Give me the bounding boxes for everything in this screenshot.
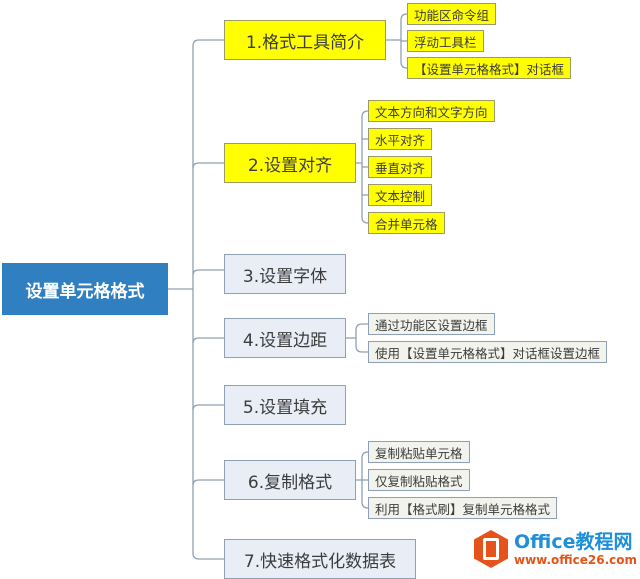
root-node[interactable]: 设置单元格格式 bbox=[2, 263, 168, 315]
branch-fill[interactable]: 5.设置填充 bbox=[224, 385, 346, 425]
leaf-paste-formats-only[interactable]: 仅复制粘贴格式 bbox=[368, 469, 470, 491]
branch-format-tools[interactable]: 1.格式工具简介 bbox=[224, 20, 386, 60]
branch-font[interactable]: 3.设置字体 bbox=[224, 254, 346, 294]
leaf-horizontal-align[interactable]: 水平对齐 bbox=[368, 128, 433, 150]
leaf-format-cells-dialog[interactable]: 【设置单元格格式】对话框 bbox=[407, 57, 572, 79]
leaf-ribbon-command-group[interactable]: 功能区命令组 bbox=[407, 3, 497, 25]
leaf-text-control[interactable]: 文本控制 bbox=[368, 184, 433, 206]
leaf-format-painter[interactable]: 利用【格式刷】复制单元格格式 bbox=[368, 497, 558, 519]
leaf-copy-paste-cells[interactable]: 复制粘贴单元格 bbox=[368, 441, 470, 463]
leaf-border-via-ribbon[interactable]: 通过功能区设置边框 bbox=[368, 313, 495, 335]
branch-copy-format[interactable]: 6.复制格式 bbox=[224, 460, 356, 500]
leaf-floating-toolbar[interactable]: 浮动工具栏 bbox=[407, 30, 484, 52]
watermark-url: www.office26.com bbox=[514, 552, 638, 567]
leaf-border-via-dialog[interactable]: 使用【设置单元格格式】对话框设置边框 bbox=[368, 341, 608, 363]
branch-alignment[interactable]: 2.设置对齐 bbox=[224, 143, 356, 183]
leaf-merge-cells[interactable]: 合并单元格 bbox=[368, 212, 445, 234]
branch-quick-format-table[interactable]: 7.快速格式化数据表 bbox=[224, 539, 416, 579]
leaf-text-direction[interactable]: 文本方向和文字方向 bbox=[368, 100, 495, 122]
leaf-vertical-align[interactable]: 垂直对齐 bbox=[368, 156, 433, 178]
office-logo-icon bbox=[474, 530, 508, 568]
branch-border[interactable]: 4.设置边距 bbox=[224, 318, 346, 358]
watermark-brand: Office教程网 bbox=[514, 530, 633, 553]
watermark-logo: Office教程网 www.office26.com bbox=[474, 530, 637, 568]
